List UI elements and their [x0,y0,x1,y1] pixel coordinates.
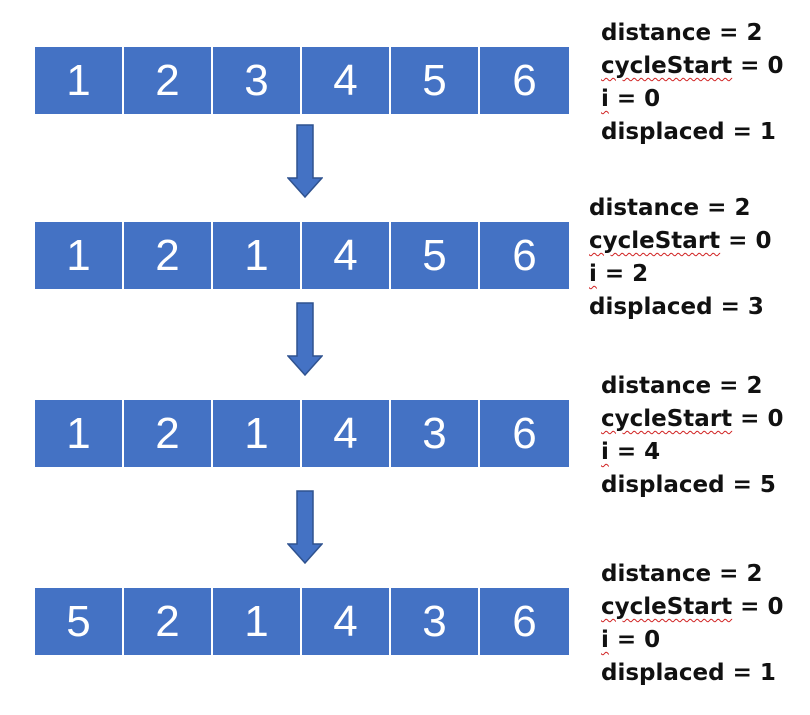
index-var: i [601,86,609,112]
index-label: i = 0 [601,83,783,116]
index-value: = 0 [608,86,661,112]
array-cell: 4 [302,222,391,289]
array-cell: 5 [391,47,480,114]
cycle-start-var: cycleStart [601,53,733,79]
array-cell: 6 [480,222,569,289]
cycle-start-label: cycleStart = 0 [601,403,783,436]
array-row: 1 2 3 4 5 6 [35,47,569,114]
array-cell: 3 [391,400,480,467]
array-cell: 4 [302,588,391,655]
down-arrow-icon [287,302,323,376]
state-info: distance = 2 cycleStart = 0 i = 4 displa… [601,370,783,502]
cycle-start-var: cycleStart [601,594,733,620]
array-cell: 2 [124,47,213,114]
array-cell: 1 [213,400,302,467]
array-cell: 4 [302,47,391,114]
array-cell: 2 [124,222,213,289]
array-cell: 1 [35,47,124,114]
distance-label: distance = 2 [589,195,751,221]
cycle-start-var: cycleStart [601,406,733,432]
displaced-label: displaced = 1 [601,119,776,145]
array-cell: 3 [213,47,302,114]
index-var: i [589,261,597,287]
cycle-start-value: = 0 [732,594,784,620]
distance-label: distance = 2 [601,561,763,587]
index-label: i = 0 [601,624,783,657]
index-label: i = 2 [589,258,771,291]
array-cell: 3 [391,588,480,655]
array-cell: 1 [35,400,124,467]
index-value: = 4 [608,439,661,465]
array-cell: 1 [213,588,302,655]
distance-label: distance = 2 [601,373,763,399]
array-cell: 1 [213,222,302,289]
array-row: 1 2 1 4 3 6 [35,400,569,467]
array-cell: 2 [124,588,213,655]
distance-label: distance = 2 [601,20,763,46]
index-value: = 2 [596,261,649,287]
state-info: distance = 2 cycleStart = 0 i = 0 displa… [601,17,783,149]
cycle-start-value: = 0 [732,53,784,79]
array-row: 5 2 1 4 3 6 [35,588,569,655]
array-cell: 5 [35,588,124,655]
cycle-start-label: cycleStart = 0 [589,225,771,258]
array-row: 1 2 1 4 5 6 [35,222,569,289]
down-arrow-icon [287,124,323,198]
array-cell: 6 [480,47,569,114]
displaced-label: displaced = 5 [601,472,776,498]
index-var: i [601,627,609,653]
index-var: i [601,439,609,465]
down-arrow-icon [287,490,323,564]
cycle-start-label: cycleStart = 0 [601,591,783,624]
array-cell: 6 [480,588,569,655]
cycle-start-value: = 0 [720,228,772,254]
array-cell: 4 [302,400,391,467]
cycle-start-value: = 0 [732,406,784,432]
cycle-start-var: cycleStart [589,228,721,254]
array-cell: 1 [35,222,124,289]
state-info: distance = 2 cycleStart = 0 i = 2 displa… [589,192,771,324]
cycle-start-label: cycleStart = 0 [601,50,783,83]
displaced-label: displaced = 3 [589,294,764,320]
state-info: distance = 2 cycleStart = 0 i = 0 displa… [601,558,783,690]
array-cell: 6 [480,400,569,467]
index-label: i = 4 [601,436,783,469]
array-cell: 5 [391,222,480,289]
index-value: = 0 [608,627,661,653]
displaced-label: displaced = 1 [601,660,776,686]
array-cell: 2 [124,400,213,467]
